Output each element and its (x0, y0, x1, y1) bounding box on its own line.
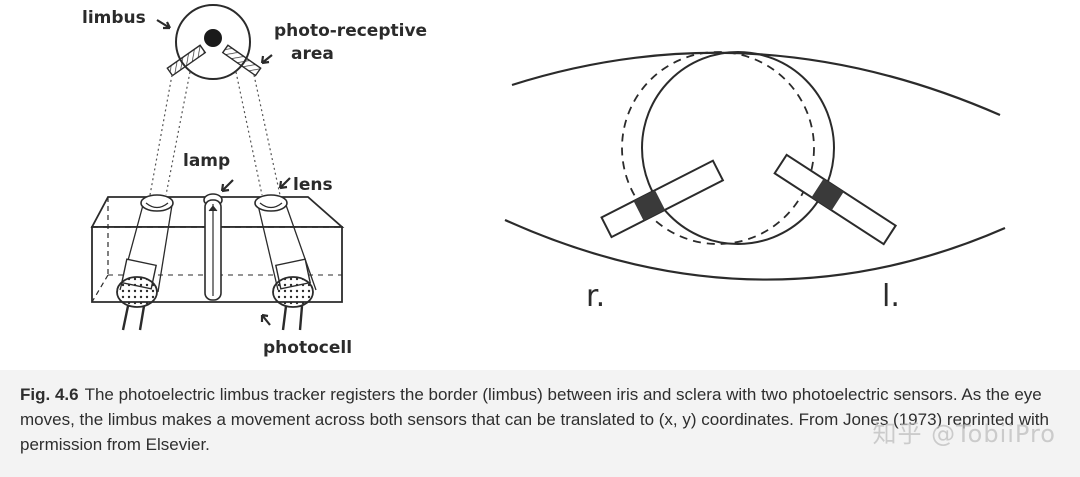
figure: limbus photo-receptive area lamp lens ph… (82, 4, 1006, 358)
sensor-bar-right (773, 153, 898, 246)
watermark: 知乎 @TobiiPro (872, 420, 1056, 448)
sensor-bar-left (600, 159, 725, 239)
label-lens: lens (293, 175, 333, 195)
lower-eyelid (504, 218, 1006, 281)
iris-dashed-outline (621, 51, 815, 245)
caption-label: Fig. 4.6 (20, 385, 79, 404)
eye-sensor-diagram: r. l. (504, 51, 1006, 314)
pupil (204, 29, 222, 47)
sensor-area-right (221, 44, 262, 77)
limbus-arrow-icon (156, 19, 171, 30)
lamp-arrow-icon (220, 179, 234, 193)
photocell-left (116, 276, 158, 308)
label-r: r. (586, 279, 605, 314)
sensor-tube-left (116, 194, 174, 331)
photocell-arrow-icon (260, 313, 271, 326)
label-photo-receptive: photo-receptive (274, 21, 427, 41)
photocell-right (272, 276, 314, 308)
lamp (203, 193, 223, 301)
label-lamp: lamp (183, 151, 230, 171)
label-limbus: limbus (82, 8, 146, 28)
limbus-tracker-diagram: limbus photo-receptive area lamp lens ph… (82, 4, 427, 358)
sensor-tube-right (254, 194, 317, 331)
sensor-area-left (166, 44, 207, 77)
figure-drawing: limbus photo-receptive area lamp lens ph… (82, 4, 1006, 358)
label-photocell: photocell (263, 338, 352, 358)
upper-eyelid (511, 51, 1001, 117)
label-l: l. (882, 279, 900, 314)
label-area: area (291, 44, 334, 64)
lens-arrow-icon (278, 177, 291, 190)
caption-text: The photoelectric limbus tracker registe… (20, 385, 1049, 454)
photo-receptive-arrow-icon (260, 54, 273, 65)
iris-outline (641, 51, 835, 245)
